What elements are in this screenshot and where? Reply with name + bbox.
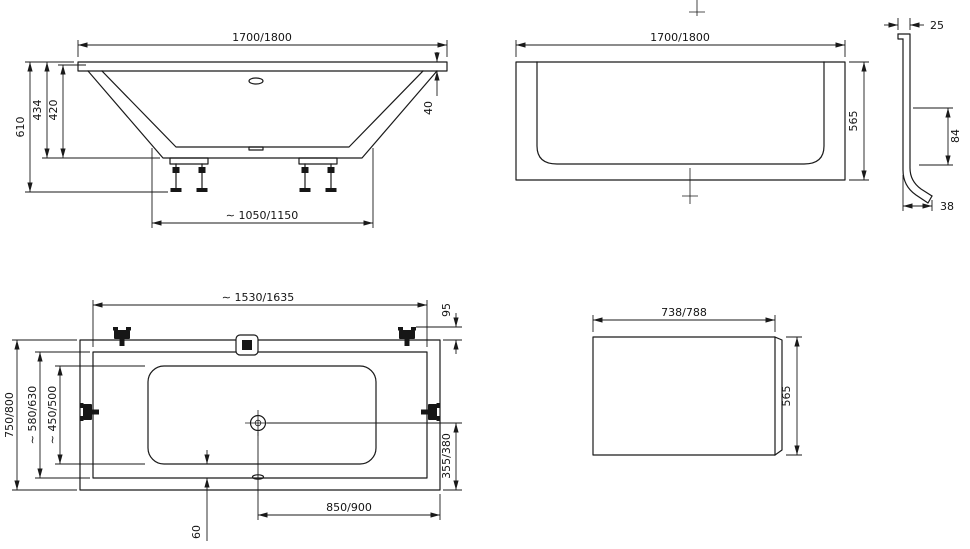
dim-side-length-lines xyxy=(77,40,448,57)
tub-profile-outline xyxy=(77,61,448,159)
drain-notch-icon xyxy=(248,146,264,151)
dim-end-height-lines xyxy=(786,336,802,456)
dim-plan-width-outer-lines xyxy=(12,339,77,491)
dim-plan-width-mid: ∼ 580/630 xyxy=(26,386,39,444)
dim-side-height-inner: 420 xyxy=(47,100,60,121)
faucet-icon-left xyxy=(80,403,99,421)
center-mark-bottom xyxy=(682,168,698,204)
dim-plan-width-outer: 750/800 xyxy=(3,392,16,438)
plan-outline xyxy=(79,339,441,491)
dim-end-height: 565 xyxy=(780,386,793,407)
faucet-icon-right xyxy=(421,403,440,421)
view-end-panel: 738/788 565 xyxy=(592,306,802,456)
dim-side-height-shell-lines xyxy=(42,62,160,159)
center-mark-top xyxy=(689,0,705,16)
dim-front-height-lines xyxy=(849,61,869,181)
view-side-elevation: 1700/1800 610 434 420 40 ∼ 1050/1150 xyxy=(14,31,448,228)
dim-plan-width-inner-lines xyxy=(55,365,145,465)
dim-plan-drain-length-lines xyxy=(257,432,441,520)
dim-profile-bottom-lines xyxy=(902,175,933,211)
fitting-icon-top-center xyxy=(235,334,259,356)
dim-profile-mid: 84 xyxy=(949,129,962,143)
dim-plan-drain-side-lines xyxy=(267,422,462,491)
front-panel-recess xyxy=(536,61,825,165)
dim-plan-overflow: 60 xyxy=(190,525,203,539)
dim-front-length-lines xyxy=(515,40,846,57)
dim-profile-top: 25 xyxy=(930,19,944,32)
dim-plan-inner-length-lines xyxy=(92,300,428,347)
dim-plan-width-mid-lines xyxy=(35,351,90,479)
faucet-icon-top-right xyxy=(398,327,416,346)
end-panel-outline xyxy=(592,336,783,456)
view-front-panel: 1700/1800 565 xyxy=(515,0,869,204)
dim-profile-bottom: 38 xyxy=(940,200,954,213)
dim-front-height: 565 xyxy=(847,111,860,132)
overflow-icon xyxy=(248,77,264,85)
view-panel-profile: 25 84 38 xyxy=(884,18,962,213)
dim-side-height-total: 610 xyxy=(14,117,27,138)
dim-plan-drain-side: 355/380 xyxy=(440,433,453,479)
dim-plan-drain-length: 850/900 xyxy=(326,501,372,514)
faucet-icons xyxy=(80,327,440,421)
dim-side-length: 1700/1800 xyxy=(232,31,292,44)
dim-side-base-lines xyxy=(151,148,374,228)
dim-end-length-lines xyxy=(592,315,776,332)
dim-side-height-shell: 434 xyxy=(31,100,44,121)
dim-profile-top-lines xyxy=(884,18,924,30)
drain-icon xyxy=(245,410,271,436)
dim-plan-corner: 95 xyxy=(440,303,453,317)
dim-plan-corner-lines xyxy=(416,313,462,354)
dim-plan-inner-length: ∼ 1530/1635 xyxy=(222,291,294,304)
view-plan: ∼ 1530/1635 95 750/800 ∼ 580/630 ∼ 450/5… xyxy=(3,291,462,541)
panel-profile-outline xyxy=(897,33,933,204)
dim-side-rim: 40 xyxy=(422,101,435,115)
dim-side-height-inner-lines xyxy=(58,64,86,158)
dim-side-base: ∼ 1050/1150 xyxy=(226,209,298,222)
dim-profile-mid-lines xyxy=(913,107,953,166)
faucet-icon-top-left xyxy=(113,327,131,346)
dim-end-length: 738/788 xyxy=(661,306,707,319)
front-panel-outline xyxy=(515,61,846,181)
dim-front-length: 1700/1800 xyxy=(650,31,710,44)
adjustable-feet-icon xyxy=(169,157,338,192)
dim-plan-width-inner: ∼ 450/500 xyxy=(46,386,59,444)
